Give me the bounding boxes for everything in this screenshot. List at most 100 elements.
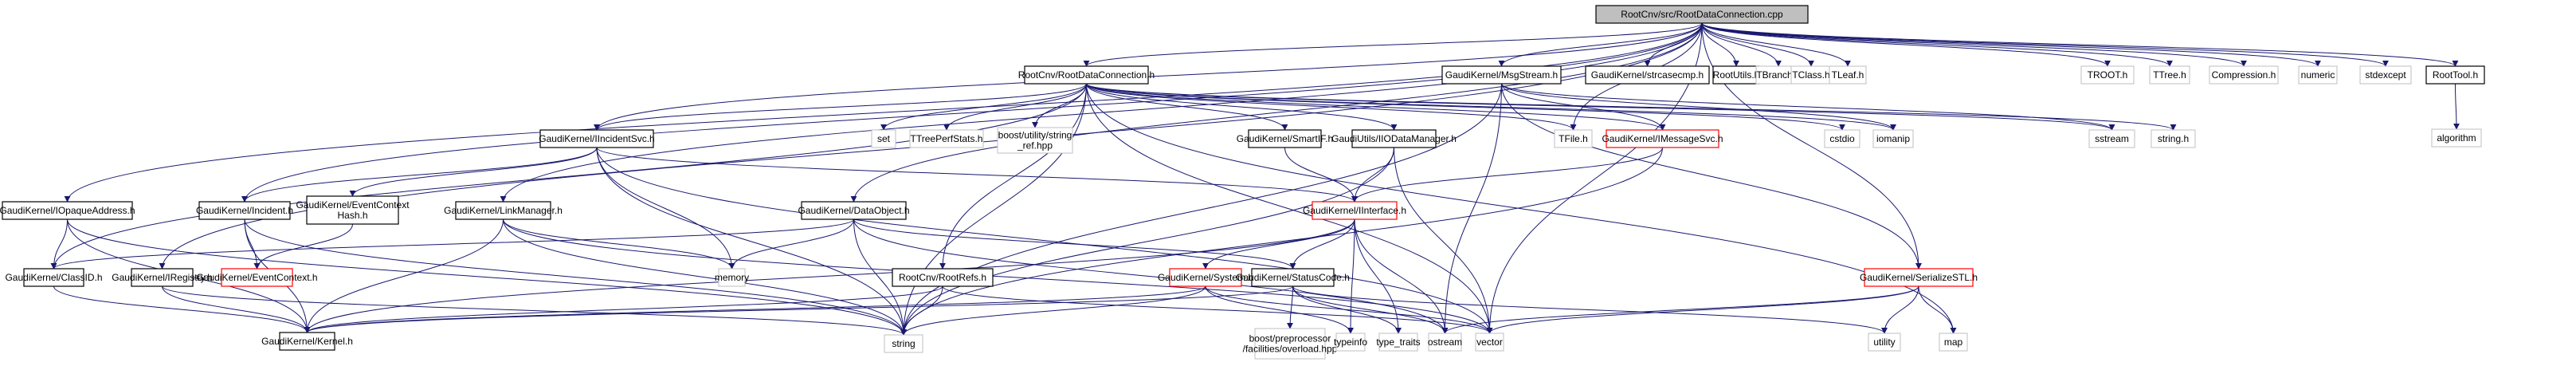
node-vector: vector: [1475, 333, 1504, 352]
node-box: [2088, 129, 2135, 148]
node-algorithm: algorithm: [2431, 128, 2482, 148]
node-label: TTree.h: [2153, 69, 2186, 81]
node-classid[interactable]: GaudiKernel/ClassID.h: [5, 268, 103, 287]
node-label: iomanip: [1876, 133, 1910, 144]
node-linkmgr[interactable]: GaudiKernel/LinkManager.h: [444, 201, 563, 220]
node-incident[interactable]: GaudiKernel/Incident.h: [196, 201, 293, 220]
node-box: [1829, 65, 1867, 85]
node-label: RootUtils.h: [1713, 69, 1760, 81]
node-box: [1864, 268, 1974, 287]
node-imsgsvc[interactable]: GaudiKernel/IMessageSvc.h: [1602, 129, 1723, 148]
node-label: GaudiKernel/EventContext.h: [196, 272, 317, 283]
node-iregistry[interactable]: GaudiKernel/IRegistry.h: [112, 268, 213, 287]
edge-msgstream-to-ostream: [1441, 83, 1502, 334]
node-box: [306, 195, 399, 225]
node-string: string: [884, 334, 923, 353]
node-label: RootCnv/RootRefs.h: [899, 272, 986, 283]
node-cpp[interactable]: RootCnv/src/RootDataConnection.cpp: [1595, 5, 1809, 24]
node-box: [718, 268, 746, 287]
node-label: GaudiUtils/IIODataManager.h: [1331, 133, 1457, 144]
edge-cpp-to-dataobject: [850, 22, 1703, 203]
node-box: [1312, 201, 1398, 220]
node-stringref: boost/utility/string_ref.hpp: [997, 127, 1073, 154]
node-box: [1378, 333, 1418, 352]
edge-rootrefs-to-vector: [942, 285, 1493, 334]
edge-dataobject-to-memory: [728, 218, 854, 270]
node-box: [23, 268, 84, 287]
edge-rdc_h-to-smartif: [1086, 83, 1288, 131]
node-kernel[interactable]: GaudiKernel/Kernel.h: [261, 332, 353, 351]
node-iiodm[interactable]: GaudiUtils/IIODataManager.h: [1331, 129, 1457, 148]
edge-iiodm-to-iinterface: [1351, 147, 1394, 203]
edge-serializestl-to-ostream: [1441, 285, 1919, 334]
edge-iinterface-to-ostream: [1354, 218, 1449, 334]
edge-imsgsvc-to-iinterface: [1351, 147, 1663, 203]
node-box: [2425, 65, 2485, 85]
node-label: GaudiKernel/Kernel.h: [261, 336, 353, 347]
node-map: map: [1939, 333, 1968, 352]
edge-rdc_h-to-iomanip: [1086, 83, 1896, 131]
edge-iiodm-to-string: [900, 147, 1394, 336]
node-box: [539, 129, 654, 148]
node-type_traits: type_traits: [1376, 333, 1421, 352]
edge-cpp-to-troot: [1701, 22, 2111, 67]
node-rootutils[interactable]: RootUtils.h: [1712, 65, 1760, 85]
edge-msgstream-to-serializestl: [1501, 83, 1922, 270]
node-sstream: sstream: [2088, 129, 2135, 148]
node-label: sstream: [2095, 133, 2129, 144]
node-iopaque[interactable]: GaudiKernel/IOpaqueAddress.h: [0, 201, 135, 220]
node-cstdio: cstdio: [1824, 129, 1860, 148]
node-smartif[interactable]: GaudiKernel/SmartIF.h: [1237, 129, 1333, 148]
edge-iopaque-to-classid: [50, 218, 68, 270]
node-eventcontext[interactable]: GaudiKernel/EventContext.h: [196, 268, 318, 287]
edge-statuscode-to-ostream: [1292, 285, 1449, 334]
node-box: [2, 201, 133, 220]
edge-rdc_h-to-string_h: [1086, 83, 2177, 131]
node-tfile: TFile.h: [1554, 129, 1593, 148]
edge-msgstream-to-imsgsvc: [1501, 83, 1666, 131]
node-box: [1585, 65, 1710, 85]
node-label: string.h: [2158, 133, 2189, 144]
node-iincidentsvc[interactable]: GaudiKernel/IIncidentSvc.h: [539, 129, 655, 148]
edge-iincidentsvc-to-string: [596, 147, 907, 336]
edge-system-to-kernel: [304, 285, 1206, 333]
node-iinterface[interactable]: GaudiKernel/IInterface.h: [1303, 201, 1406, 220]
edge-classid-to-kernel: [53, 285, 311, 333]
node-tbranch: TBranch.h: [1755, 65, 1802, 85]
edge-statuscode-to-kernel: [304, 285, 1293, 333]
edge-rdc_h-to-ttreeperf: [943, 83, 1087, 131]
edge-incident-to-eventcontext: [244, 218, 261, 270]
node-box: [279, 332, 335, 351]
node-label: vector: [1476, 336, 1503, 348]
edge-cpp-to-stdexcept: [1701, 22, 2389, 67]
node-box: [131, 268, 194, 287]
node-serializestl[interactable]: GaudiKernel/SerializeSTL.h: [1860, 268, 1978, 287]
node-roottool[interactable]: RootTool.h: [2425, 65, 2485, 85]
edge-cpp-to-numeric: [1701, 22, 2321, 67]
node-box: [1475, 333, 1504, 352]
node-label: GaudiKernel/IMessageSvc.h: [1602, 133, 1723, 144]
node-msgstream[interactable]: GaudiKernel/MsgStream.h: [1441, 65, 1562, 85]
edge-cpp-to-iopaque: [64, 22, 1703, 203]
node-dataobject[interactable]: GaudiKernel/DataObject.h: [798, 201, 910, 220]
edge-rdc_h-to-imsgsvc: [1086, 83, 1666, 131]
node-strcasecmp[interactable]: GaudiKernel/strcasecmp.h: [1585, 65, 1710, 85]
node-box: [871, 129, 896, 148]
node-statuscode[interactable]: GaudiKernel/StatusCode.h: [1236, 268, 1350, 287]
node-label: GaudiKernel/EventContext: [296, 199, 410, 211]
node-box: [1441, 65, 1562, 85]
node-box: [1251, 268, 1335, 287]
edge-dataobject-to-string: [853, 218, 907, 336]
edge-smartif-to-iinterface: [1284, 147, 1358, 203]
edge-system-to-typeinfo: [1205, 285, 1354, 334]
edge-cpp-to-rootutils: [1701, 22, 1739, 67]
node-rootrefs[interactable]: RootCnv/RootRefs.h: [892, 268, 994, 287]
edge-iincidentsvc-to-incident: [241, 147, 598, 203]
node-system[interactable]: GaudiKernel/System.h: [1158, 268, 1253, 287]
node-box: [1595, 5, 1809, 24]
edge-linkmgr-to-kernel: [304, 218, 504, 333]
edge-msgstream-to-sstream: [1501, 83, 2115, 131]
node-rdc_h[interactable]: RootCnv/RootDataConnection.h: [1018, 65, 1155, 85]
